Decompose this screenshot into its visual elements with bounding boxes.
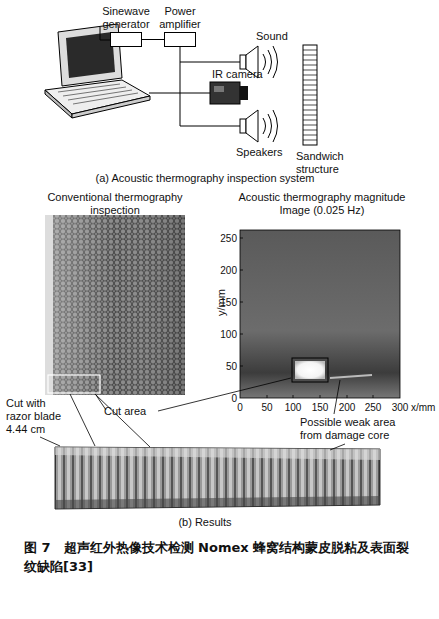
wire-part [180,47,240,62]
sound-wave-part [263,118,266,134]
laptop-icon-part [58,84,138,104]
speaker-icon-part [246,110,258,142]
box-heading: Sinewave generator [100,5,152,31]
laptop-icon [45,24,150,118]
speaker-icon [240,46,258,142]
speaker-icon-part [240,119,246,133]
sound-wave [263,46,278,142]
thermal-image-part [292,358,328,382]
annotation: Cut with razor blade 4.44 cm [6,397,70,436]
tick-label: 0 [228,401,252,414]
laptop-icon-part [45,90,72,118]
part-label: Sound [256,30,296,43]
sandwich-structure-part [303,45,317,145]
sound-wave-part [273,110,278,142]
sound-wave-part [273,46,278,78]
thermal-image-part [240,230,400,398]
leader-line-part [70,394,95,446]
subfigure-caption: (b) Results [20,516,390,529]
tick-label: 50 [212,360,237,373]
tick-label: 200 [335,401,359,414]
figure-caption: 图 7 超声红外热像技术检测 Nomex 蜂窝结构蒙皮脱粘及表面裂纹缺陷[33] [24,538,419,576]
thermal-image-part [330,375,372,378]
ir-camera-icon-part [240,86,248,100]
thermal-image-part [295,361,325,379]
core-photo-part [55,496,380,509]
tick-label: 250 [212,232,237,245]
laptop-icon-part [66,32,115,78]
wire-part [149,93,210,94]
thermal-image-part [240,230,400,398]
leader-line-part [330,444,345,450]
sandwich-structure [303,45,317,145]
sound-wave-part [268,114,272,138]
sound-wave-part [263,54,266,70]
tick-label: 150 [212,296,237,309]
core-photo-part [55,447,380,509]
honeycomb-image [45,215,185,395]
axis-title: x/mm [411,401,437,414]
tick-label: 250 [361,401,385,414]
part-label: IR camera [212,68,272,81]
tick-label: 100 [281,401,305,414]
tick-label: 150 [308,401,332,414]
tick-label: 0 [212,392,237,405]
annotation: Possible weak area from damage core [300,416,412,442]
honeycomb-image-part [45,215,185,395]
ir-camera-icon-part [210,82,240,104]
sandwich-structure-part [303,50,317,140]
leader-line [40,378,345,450]
tick-label: 200 [212,264,237,277]
honeycomb-image-part [48,375,100,393]
tick-label: 100 [212,328,237,341]
instrument-box: Sinewave generator [110,32,142,47]
leader-line-part [40,437,60,446]
sound-wave-part [268,50,272,74]
tick-label: 300 [388,401,412,414]
signal-wire [142,39,164,40]
subfigure-caption: (a) Acoustic thermography inspection sys… [20,172,390,185]
leader-line-part [95,394,150,447]
laptop-icon-part [72,96,150,118]
box-heading: Power amplifier [154,5,206,31]
honeycomb-image-part [45,215,53,395]
part-label: Speakers [236,146,296,159]
tick-label: 50 [255,401,279,414]
image-title: Acoustic thermography magnitude Image (0… [236,191,408,217]
thermal-image-part [240,238,373,398]
speaker-icon-part [240,55,246,69]
honeycomb-image-part [45,215,185,395]
annotation: Cut area [104,405,164,418]
ir-camera-icon-part [214,86,224,92]
core-photo-part [55,447,380,460]
thermal-image [240,230,400,398]
image-title: Conventional thermography inspection [40,191,190,217]
core-photo [55,447,380,509]
instrument-box: Power amplifier [164,32,196,47]
ir-camera-icon [210,82,248,104]
